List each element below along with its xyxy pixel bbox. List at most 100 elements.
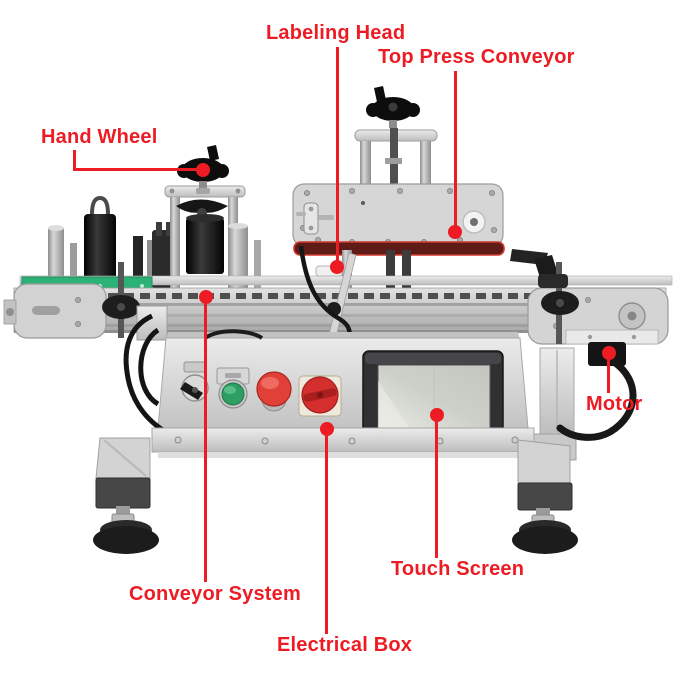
- right-foot-bracket: [517, 439, 571, 484]
- screw: [308, 206, 314, 212]
- screw: [169, 188, 175, 194]
- power-cable-coil: [138, 327, 160, 407]
- press-knob-lobe: [406, 103, 420, 117]
- screw: [396, 187, 403, 194]
- hand-wheel-hub: [198, 163, 208, 173]
- press-lower-rod: [402, 250, 411, 290]
- bracket-edge: [103, 439, 147, 477]
- labeling-head-assembly: [48, 145, 261, 288]
- label-roller: [48, 228, 64, 288]
- selector-knob: [180, 382, 203, 400]
- roller-top: [186, 214, 224, 222]
- right-stand-and-motor: [529, 342, 637, 461]
- press-post-right: [420, 141, 431, 187]
- press-knob-handle-icon: [374, 86, 386, 102]
- button-highlight: [224, 386, 236, 394]
- steel-roller: [228, 226, 248, 288]
- press-knob-hub: [388, 102, 398, 112]
- press-latch-bracket: [303, 202, 319, 235]
- top-press-conveyor-assembly: [292, 86, 561, 290]
- peeler-pin: [166, 222, 172, 236]
- emergency-stop-button: [256, 371, 292, 407]
- screw: [446, 187, 453, 194]
- press-roller-hub: [470, 218, 478, 226]
- peeler-pin: [156, 222, 162, 236]
- wire-handle-icon: [90, 195, 110, 215]
- press-knob-lobe: [366, 103, 380, 117]
- power-cable: [123, 313, 172, 437]
- conveyor-end-plate-left: [13, 283, 107, 339]
- bezel-top-band: [365, 353, 501, 364]
- screw: [436, 437, 444, 445]
- beam-groove: [16, 324, 664, 327]
- electrical-box: [123, 313, 535, 458]
- screw: [511, 436, 519, 444]
- screw: [488, 189, 495, 196]
- label-guide-plate: [133, 236, 143, 288]
- wing-handle: [176, 199, 228, 213]
- hand-wheel-lobe: [215, 164, 229, 178]
- left-foot-pad: [93, 526, 159, 554]
- plate-text-mark: [225, 373, 241, 378]
- hand-wheel-handle-icon: [207, 145, 219, 161]
- roller-hub: [627, 311, 637, 321]
- screw: [140, 284, 144, 288]
- motor-cable: [556, 358, 637, 441]
- screw: [587, 334, 593, 340]
- press-screw-rod: [390, 128, 398, 186]
- hand-wheel-stem: [199, 181, 207, 188]
- screw: [174, 436, 182, 444]
- screw: [261, 437, 269, 445]
- roller-top: [48, 225, 64, 231]
- press-knob-stem: [389, 120, 397, 128]
- clamp-hub: [117, 303, 125, 311]
- hand-wheel-lobe: [177, 164, 191, 178]
- rail-clamp-bracket: [538, 274, 568, 288]
- adjustable-feet: [93, 437, 578, 554]
- end-plate-slot: [32, 306, 60, 315]
- head-post-left: [170, 197, 180, 288]
- latch-pin: [318, 215, 334, 220]
- start-button: [221, 382, 245, 406]
- screw: [490, 226, 497, 233]
- guide-rod: [70, 243, 77, 288]
- press-post-left: [360, 141, 371, 187]
- plate-hole: [361, 201, 365, 205]
- right-foot-block: [517, 482, 573, 511]
- hand-wheel-nut: [196, 188, 210, 194]
- screw: [303, 189, 310, 196]
- button-highlight: [261, 377, 279, 389]
- underside-plate: [565, 329, 659, 345]
- clamp-hub: [556, 299, 564, 307]
- guide-rod: [147, 240, 154, 288]
- selector-hub: [192, 387, 198, 393]
- beam-shadow: [14, 330, 666, 333]
- press-belt: [293, 241, 505, 256]
- rewind-roller: [84, 214, 116, 288]
- press-rod-collar: [385, 158, 402, 164]
- sensor-pad: [315, 265, 343, 277]
- signal-cable: [203, 329, 264, 340]
- screw: [348, 187, 355, 194]
- screw: [348, 437, 356, 445]
- roller-top: [228, 223, 248, 229]
- left-foot-block: [95, 477, 151, 509]
- screw: [75, 296, 82, 303]
- end-cap-bolt: [6, 308, 14, 316]
- screw: [235, 188, 241, 194]
- screen-glare: [378, 381, 410, 429]
- peeler-bracket: [152, 230, 174, 288]
- screw: [308, 225, 314, 231]
- selector-label-plate: [183, 361, 207, 373]
- latch-pin: [296, 212, 306, 216]
- screw: [631, 334, 637, 340]
- box-bottom-strip: [151, 427, 535, 453]
- screw: [75, 320, 82, 327]
- motor: [588, 342, 626, 366]
- right-foot-pad: [512, 526, 578, 554]
- press-lower-rod: [386, 250, 395, 290]
- screw: [585, 296, 592, 303]
- switch-hub: [317, 392, 323, 398]
